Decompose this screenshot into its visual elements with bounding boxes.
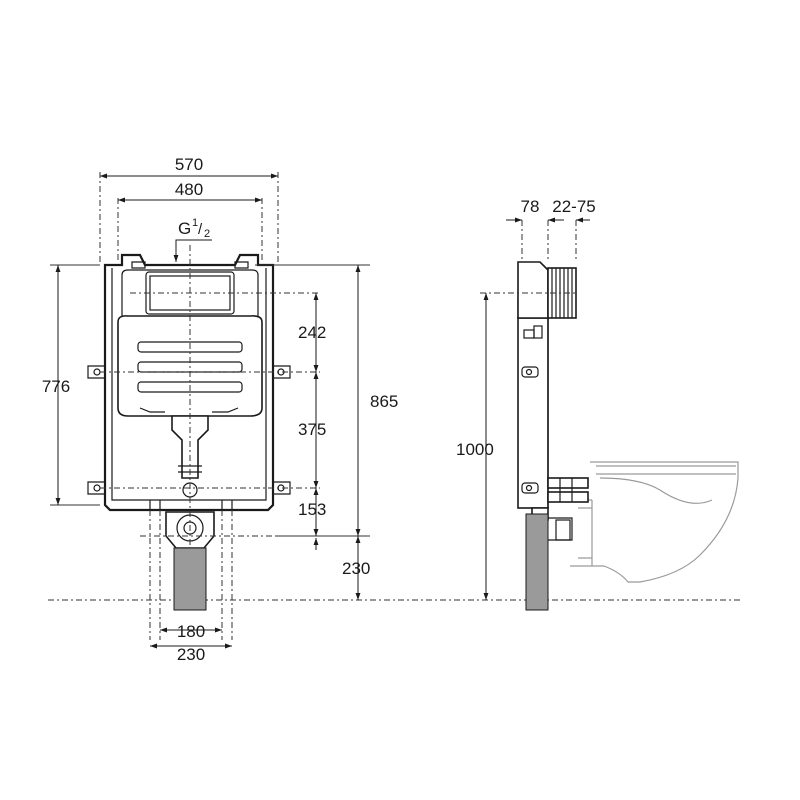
dim-1000: 1000 xyxy=(456,440,494,459)
side-view: 78 22-75 1000 xyxy=(456,197,739,611)
thread-sup: 1 xyxy=(192,217,198,229)
cistern-body xyxy=(117,315,263,417)
toilet-bowl xyxy=(590,461,739,583)
dim-22-75: 22-75 xyxy=(552,197,595,216)
dim-78: 78 xyxy=(521,197,540,216)
thread-sub: 2 xyxy=(204,228,210,240)
dim-776: 776 xyxy=(42,377,70,396)
dim-230-floor: 230 xyxy=(342,559,370,578)
frame-profile xyxy=(517,317,549,509)
front-view: 570 480 G 1 / 2 776 865 242 375 153 230 … xyxy=(42,155,399,664)
dim-230-drain: 230 xyxy=(177,645,205,664)
thread-slash: / xyxy=(198,221,203,238)
dim-180: 180 xyxy=(177,622,205,641)
dim-865: 865 xyxy=(370,392,398,411)
thread-label: G xyxy=(178,219,191,238)
dim-242: 242 xyxy=(298,323,326,342)
dim-570: 570 xyxy=(175,155,203,174)
dim-480: 480 xyxy=(175,180,203,199)
dim-375: 375 xyxy=(298,420,326,439)
dim-153: 153 xyxy=(298,500,326,519)
frame-outline xyxy=(103,253,275,512)
